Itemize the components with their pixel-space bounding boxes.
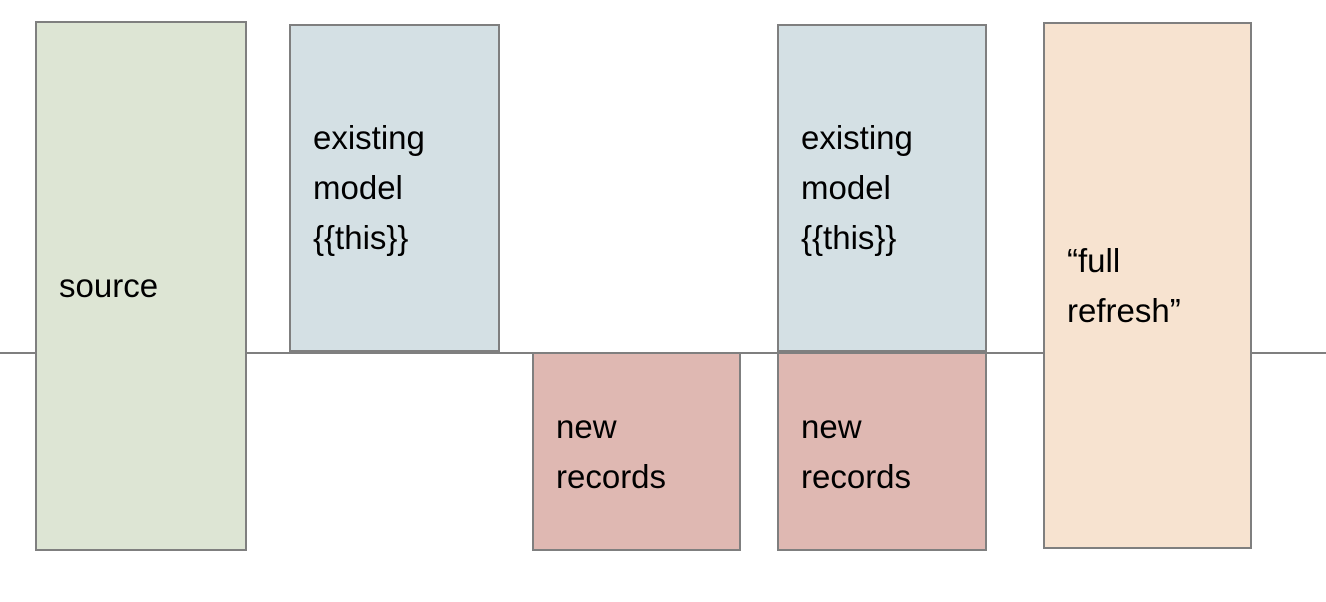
block-new-records-2[interactable]: new records <box>777 352 987 551</box>
block-source-label: source <box>59 267 159 304</box>
block-new-records-1-label: new records <box>556 407 667 495</box>
block-source[interactable]: source <box>35 21 247 551</box>
block-new-records-2-label: new records <box>801 407 912 495</box>
block-full-refresh[interactable]: “full refresh” <box>1043 22 1252 549</box>
block-existing-model-1-label: existing model {{this}} <box>313 119 425 256</box>
block-full-refresh-label: “full refresh” <box>1067 241 1181 329</box>
block-existing-model-1[interactable]: existing model {{this}} <box>289 24 500 352</box>
block-existing-model-2[interactable]: existing model {{this}} <box>777 24 987 352</box>
block-existing-model-2-label: existing model {{this}} <box>801 119 913 256</box>
block-new-records-1[interactable]: new records <box>532 352 741 551</box>
